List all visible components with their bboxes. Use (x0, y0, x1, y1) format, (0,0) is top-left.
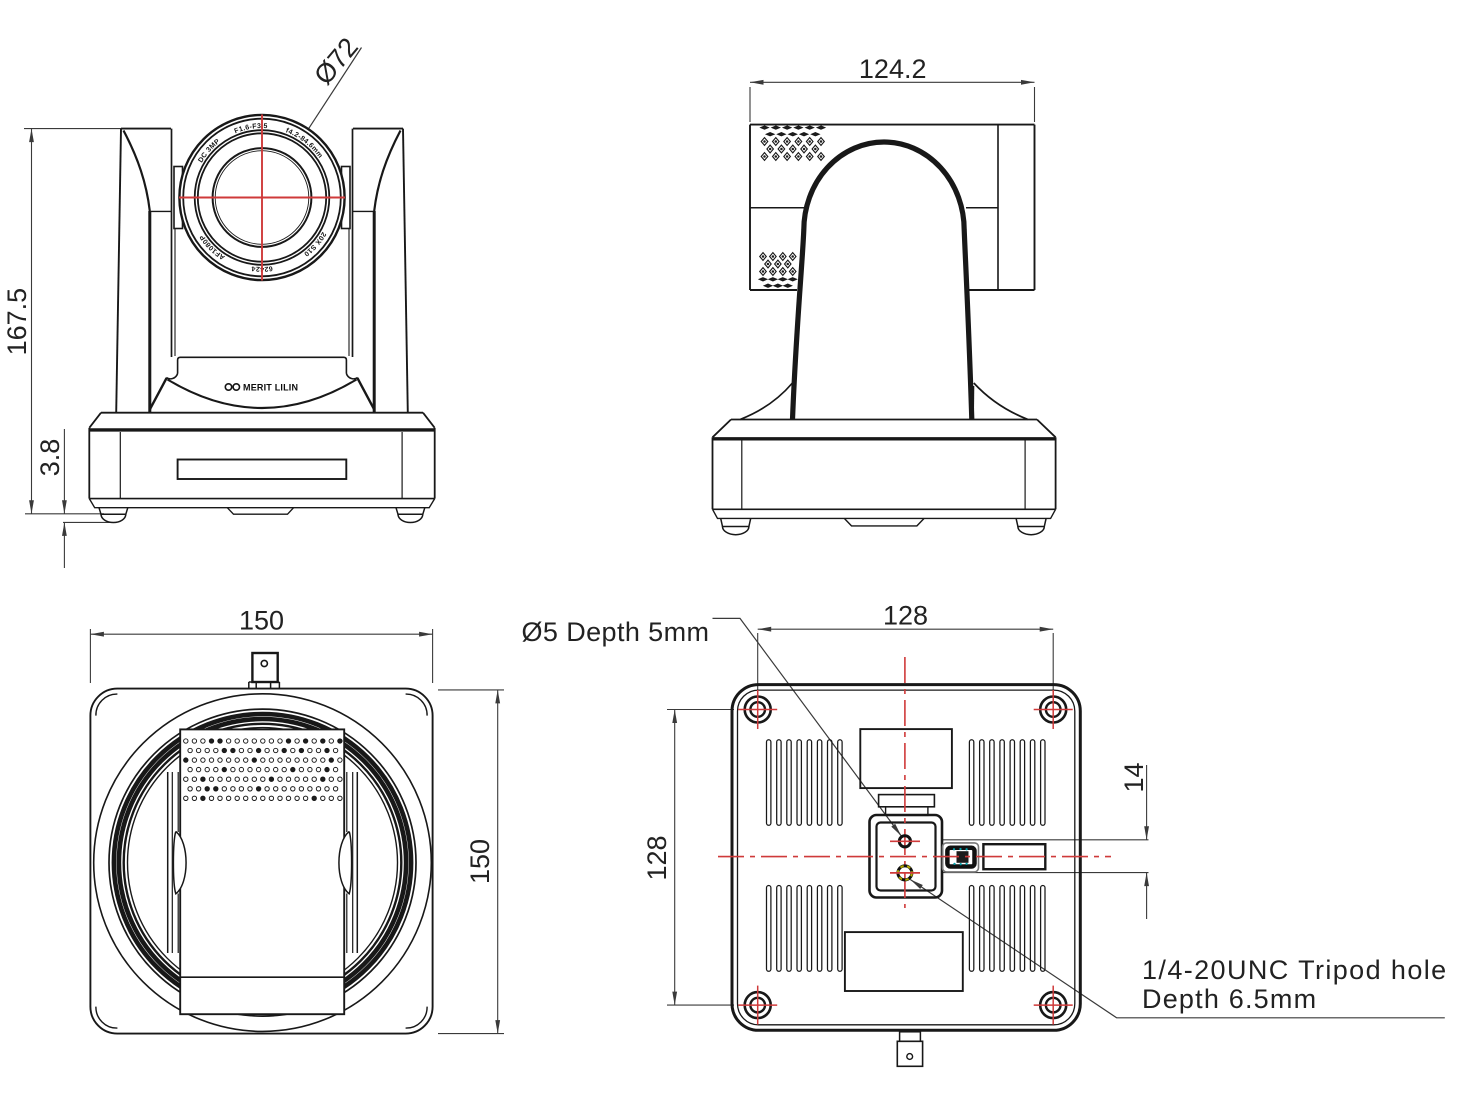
svg-text:124.2: 124.2 (859, 54, 927, 84)
svg-text:14: 14 (1119, 762, 1149, 792)
svg-text:MERIT LILIN: MERIT LILIN (243, 383, 298, 393)
svg-text:Ø5 Depth 5mm: Ø5 Depth 5mm (522, 617, 710, 647)
svg-text:3.8: 3.8 (35, 439, 65, 477)
svg-text:128: 128 (642, 835, 672, 880)
svg-text:150: 150 (465, 839, 495, 884)
svg-text:1/4-20UNC Tripod hole: 1/4-20UNC Tripod hole (1142, 955, 1448, 985)
svg-text:Depth 6.5mm: Depth 6.5mm (1142, 984, 1317, 1014)
svg-text:167.5: 167.5 (2, 288, 32, 356)
svg-text:128: 128 (883, 601, 928, 631)
svg-text:150: 150 (239, 606, 284, 636)
